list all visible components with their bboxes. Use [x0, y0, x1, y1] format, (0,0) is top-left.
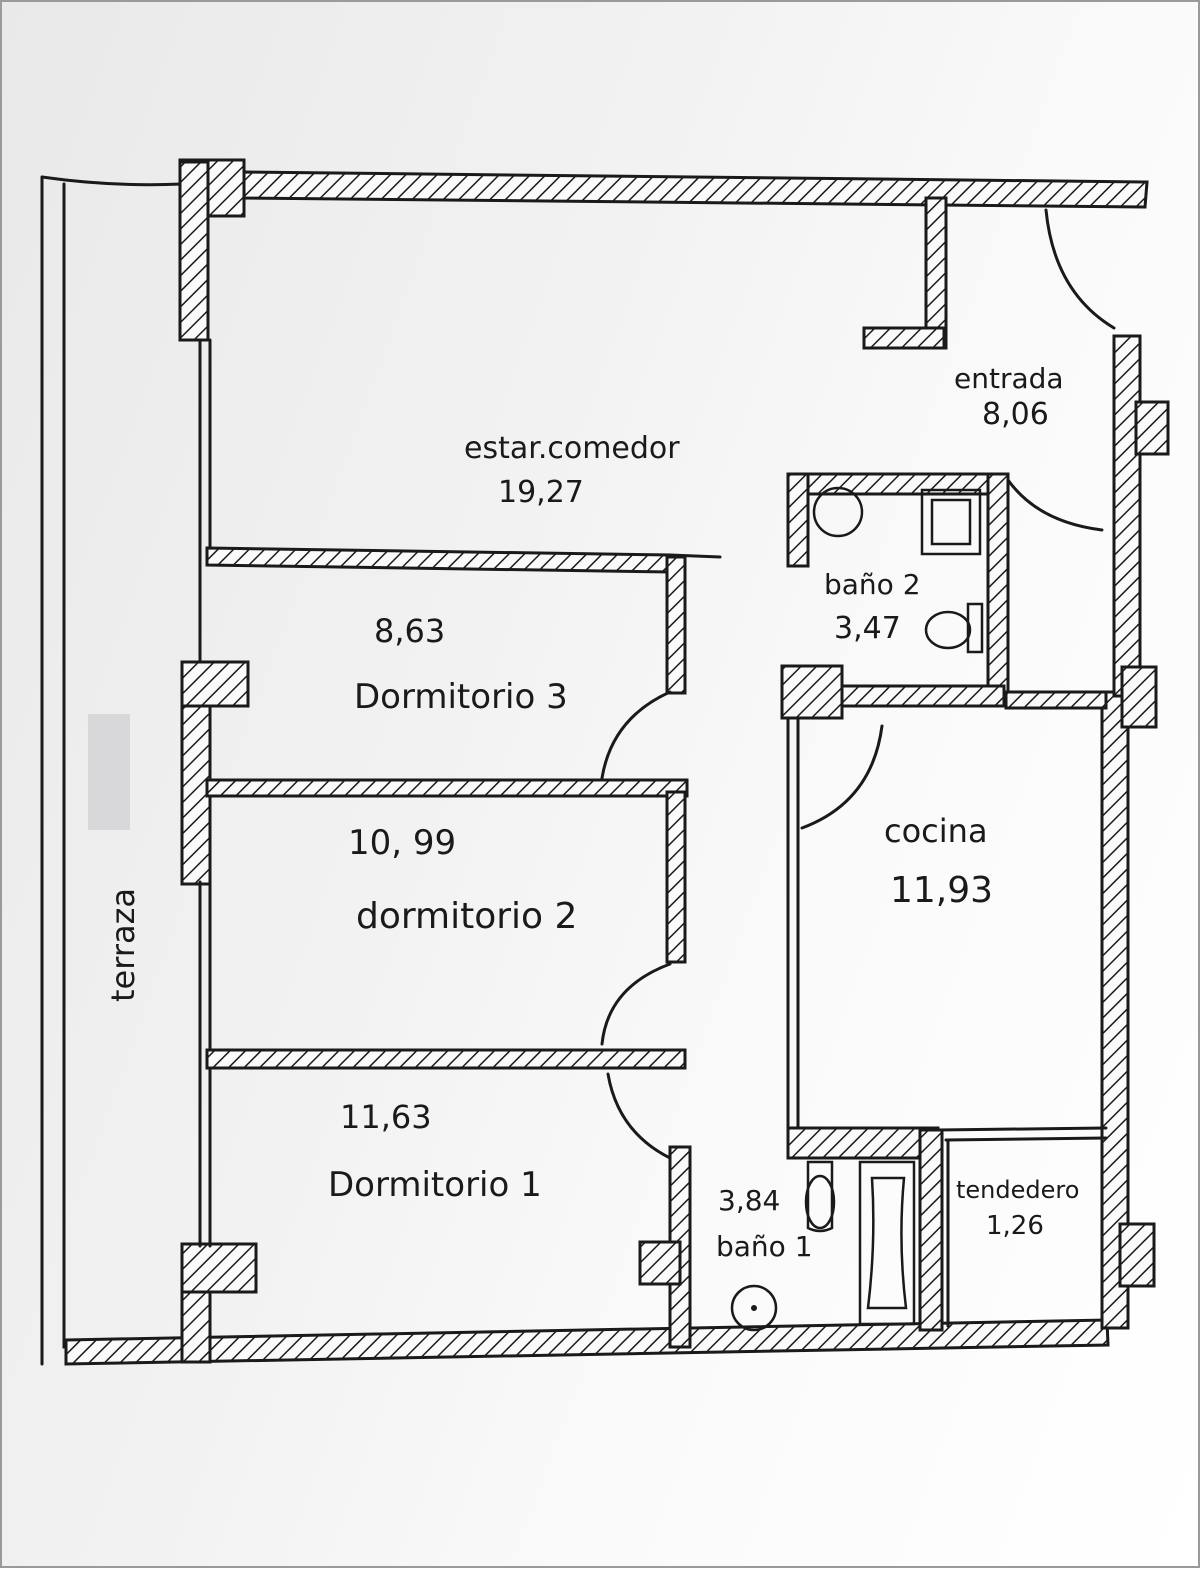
sink-icon [730, 1284, 778, 1332]
room-name-cocina: cocina [884, 812, 988, 850]
toilet-icon [806, 1160, 834, 1233]
room-area-tendedero: 1,26 [986, 1211, 1044, 1241]
interior-walls [205, 196, 1108, 1349]
room-labels: estar.comedor 19,27 entrada 8,06 baño 2 … [104, 362, 1079, 1263]
room-name-entrada: entrada [954, 362, 1064, 395]
room-area-dormitorio3: 8,63 [374, 612, 445, 650]
exterior-walls [64, 158, 1170, 1366]
room-area-dormitorio2: 10, 99 [348, 823, 456, 863]
room-name-dormitorio2: dormitorio 2 [356, 896, 577, 937]
room-name-estar-comedor: estar.comedor [464, 431, 680, 466]
shower-icon [920, 488, 982, 556]
bathroom-fixtures [730, 486, 984, 1332]
room-area-entrada: 8,06 [982, 397, 1049, 432]
room-area-cocina: 11,93 [890, 870, 993, 911]
sink-icon [812, 486, 864, 538]
bathtub-icon [858, 1160, 916, 1326]
room-area-bano1: 3,84 [718, 1184, 780, 1217]
room-area-bano2: 3,47 [834, 611, 901, 646]
room-name-terraza: terraza [104, 888, 142, 1002]
doors [600, 208, 1116, 1160]
room-name-bano2: baño 2 [824, 568, 921, 601]
room-name-dormitorio3: Dormitorio 3 [354, 677, 568, 717]
redaction-block [88, 714, 130, 830]
room-area-dormitorio1: 11,63 [340, 1098, 432, 1136]
room-name-tendedero: tendedero [956, 1176, 1079, 1204]
room-name-dormitorio1: Dormitorio 1 [328, 1165, 542, 1205]
room-area-estar-comedor: 19,27 [498, 475, 584, 510]
room-name-bano1: baño 1 [716, 1230, 813, 1263]
toilet-icon [924, 610, 972, 650]
